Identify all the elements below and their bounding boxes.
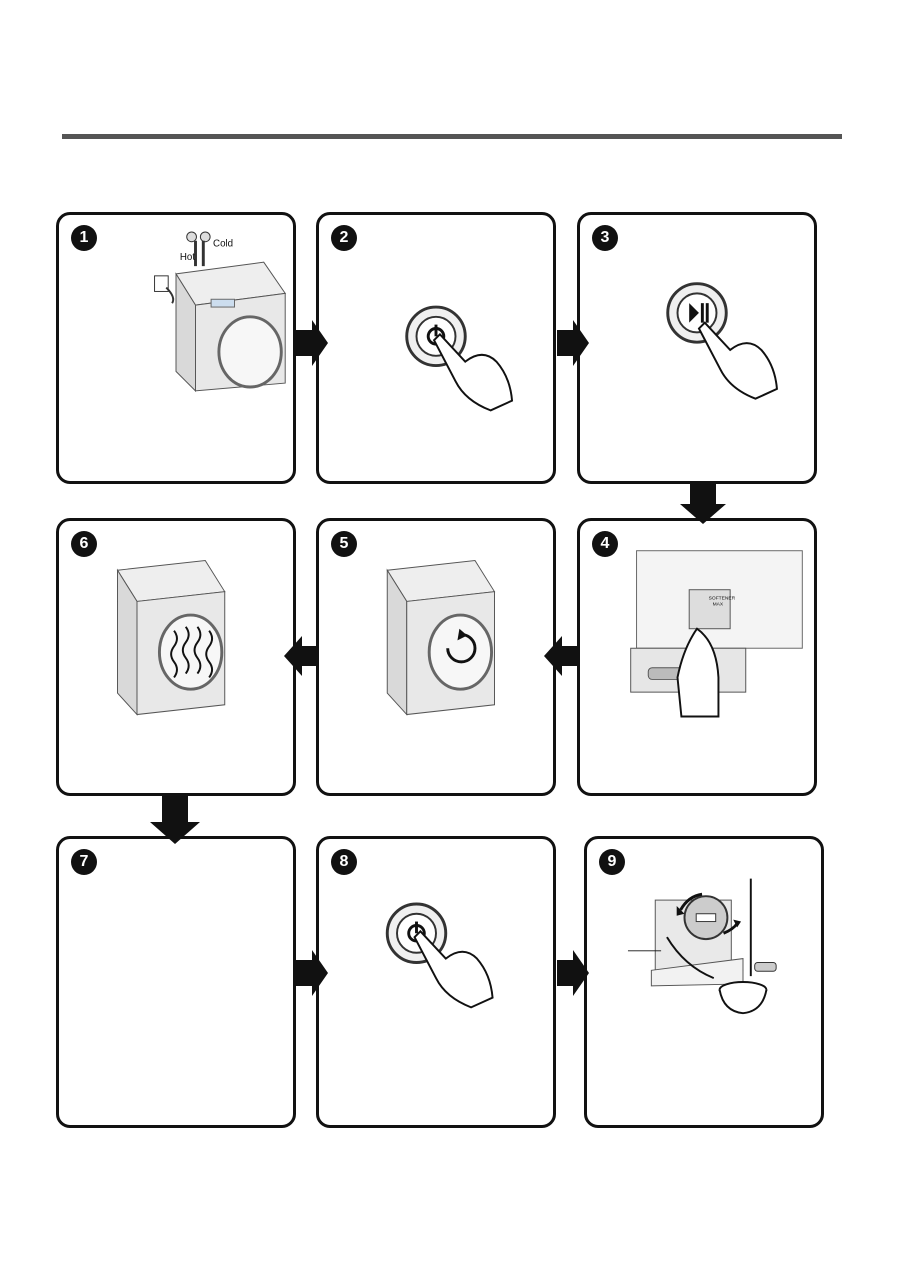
header-rule <box>62 134 842 139</box>
step-number: 4 <box>592 531 618 557</box>
step-number: 7 <box>71 849 97 875</box>
step-number: 6 <box>71 531 97 557</box>
washing-machine-illustration <box>386 559 496 716</box>
washing-machine-illustration <box>116 559 226 716</box>
detergent-drawer-illustration: SOFTENER MAX <box>630 550 803 718</box>
direction-arrow-icon <box>544 636 578 676</box>
hand-pointer-icon <box>697 321 778 400</box>
step-number: 8 <box>331 849 357 875</box>
direction-arrow-icon <box>557 320 589 366</box>
hand-pointer-icon <box>432 332 514 412</box>
step-6-panel: 6 <box>56 518 296 796</box>
step-1-panel: 1 Hot Cold <box>56 212 296 484</box>
direction-arrow-icon <box>557 950 589 996</box>
play-pause-button-icon <box>666 282 728 344</box>
step-4-panel: 4 SOFTENER MAX <box>577 518 817 796</box>
step-3-panel: 3 <box>577 212 817 484</box>
rotation-icon <box>679 892 703 911</box>
direction-arrow-icon <box>150 796 200 844</box>
step-number: 2 <box>331 225 357 251</box>
svg-text:MAX: MAX <box>713 601 724 607</box>
step-number: 9 <box>599 849 625 875</box>
direction-arrow-icon <box>296 950 328 996</box>
heat-waves-icon <box>170 626 214 679</box>
svg-text:Hot: Hot <box>180 252 195 263</box>
washing-machine-hoses-illustration: Hot Cold <box>154 231 287 393</box>
step-number: 1 <box>71 225 97 251</box>
direction-arrow-icon <box>296 320 328 366</box>
step-8-panel: 8 <box>316 836 556 1128</box>
step-number: 3 <box>592 225 618 251</box>
step-9-panel: 9 <box>584 836 824 1128</box>
rotation-icon <box>446 633 477 664</box>
drain-filter-illustration <box>627 878 777 1015</box>
step-7-panel: 7 <box>56 836 296 1128</box>
direction-arrow-icon <box>680 484 726 524</box>
svg-text:Cold: Cold <box>213 239 233 250</box>
step-number: 5 <box>331 531 357 557</box>
step-5-panel: 5 <box>316 518 556 796</box>
svg-text:SOFTENER: SOFTENER <box>709 595 736 601</box>
step-2-panel: 2 <box>316 212 556 484</box>
hand-icon <box>676 627 720 718</box>
direction-arrow-icon <box>284 636 318 676</box>
hand-pointer-icon <box>413 929 494 1009</box>
